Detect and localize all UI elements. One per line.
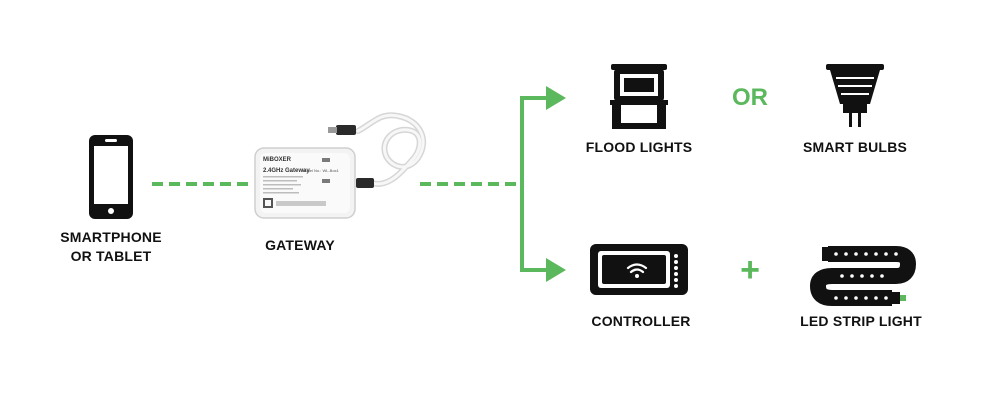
smartphone-icon xyxy=(89,135,133,219)
gateway-title: 2.4GHz Gateway xyxy=(263,168,310,174)
or-connector-text: OR xyxy=(732,84,768,111)
smart-bulb-icon xyxy=(826,64,884,127)
smartphone-label: SMARTPHONE OR TABLET xyxy=(46,228,176,266)
flood-lights-label: FLOOD LIGHTS xyxy=(585,139,693,155)
arrowhead-lower xyxy=(546,258,566,282)
usb-plug-top xyxy=(336,125,356,135)
smartphone-label-line1: SMARTPHONE xyxy=(60,229,162,245)
arrowhead-upper xyxy=(546,86,566,110)
led-strip-icon xyxy=(810,246,916,306)
gateway-model: Model No.: WL-Box1 xyxy=(302,168,340,173)
flood-light-icon xyxy=(610,64,668,129)
plus-connector-text: + xyxy=(740,251,760,289)
gateway-device: MiBOXER 2.4GHz Gateway Model No.: WL-Box… xyxy=(254,112,427,219)
usb-plug-side xyxy=(356,178,374,188)
gateway-brand: MiBOXER xyxy=(263,157,292,163)
gateway-label: GATEWAY xyxy=(265,237,335,253)
smart-bulbs-label: SMART BULBS xyxy=(802,139,908,155)
controller-label: CONTROLLER xyxy=(591,313,691,329)
smartphone-label-line2: OR TABLET xyxy=(70,248,152,264)
led-strip-label: LED STRIP LIGHT xyxy=(800,313,922,329)
branch-arrows xyxy=(520,86,566,282)
controller-icon xyxy=(590,244,688,295)
